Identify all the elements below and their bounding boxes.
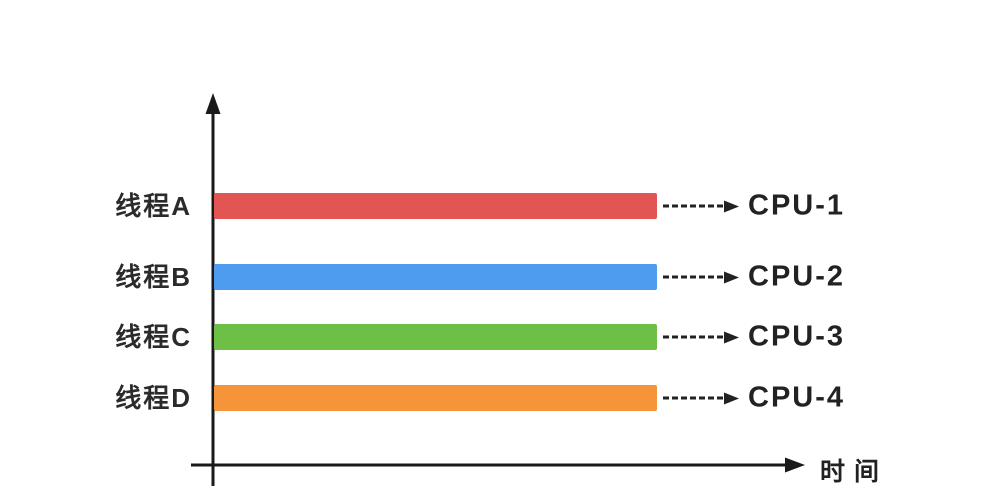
- thread-row-a: 线程A CPU-1: [0, 189, 1000, 222]
- cpu-label: CPU-4: [748, 381, 846, 414]
- cpu-label: CPU-1: [748, 189, 846, 222]
- thread-label: 线程B: [115, 262, 192, 292]
- thread-row-c: 线程C CPU-3: [0, 320, 1000, 353]
- thread-bar: [214, 264, 657, 290]
- cpu-label: CPU-3: [748, 320, 846, 353]
- cpu-label: CPU-2: [748, 260, 846, 293]
- dashed-arrow: [663, 330, 739, 345]
- arrow-head-icon: [724, 392, 739, 404]
- dash-line: [663, 204, 723, 208]
- thread-label: 线程A: [115, 191, 192, 221]
- thread-label: 线程C: [115, 322, 192, 352]
- dashed-arrow: [663, 199, 739, 214]
- thread-row-d: 线程D CPU-4: [0, 381, 1000, 414]
- dashed-arrow: [663, 270, 739, 285]
- y-axis-arrow-icon: [205, 93, 221, 114]
- dash-line: [663, 275, 723, 279]
- arrow-head-icon: [724, 200, 739, 212]
- dash-line: [663, 396, 723, 400]
- arrow-head-icon: [724, 271, 739, 283]
- thread-row-b: 线程B CPU-2: [0, 260, 1000, 293]
- thread-bar: [214, 193, 657, 219]
- x-axis: [191, 457, 805, 473]
- thread-bar: [214, 385, 657, 411]
- thread-bar: [214, 324, 657, 350]
- arrow-head-icon: [724, 331, 739, 343]
- dashed-arrow: [663, 391, 739, 406]
- dash-line: [663, 335, 723, 339]
- thread-label: 线程D: [115, 383, 192, 413]
- x-axis-arrow-icon: [785, 457, 805, 473]
- x-axis-label: 时间: [820, 458, 889, 486]
